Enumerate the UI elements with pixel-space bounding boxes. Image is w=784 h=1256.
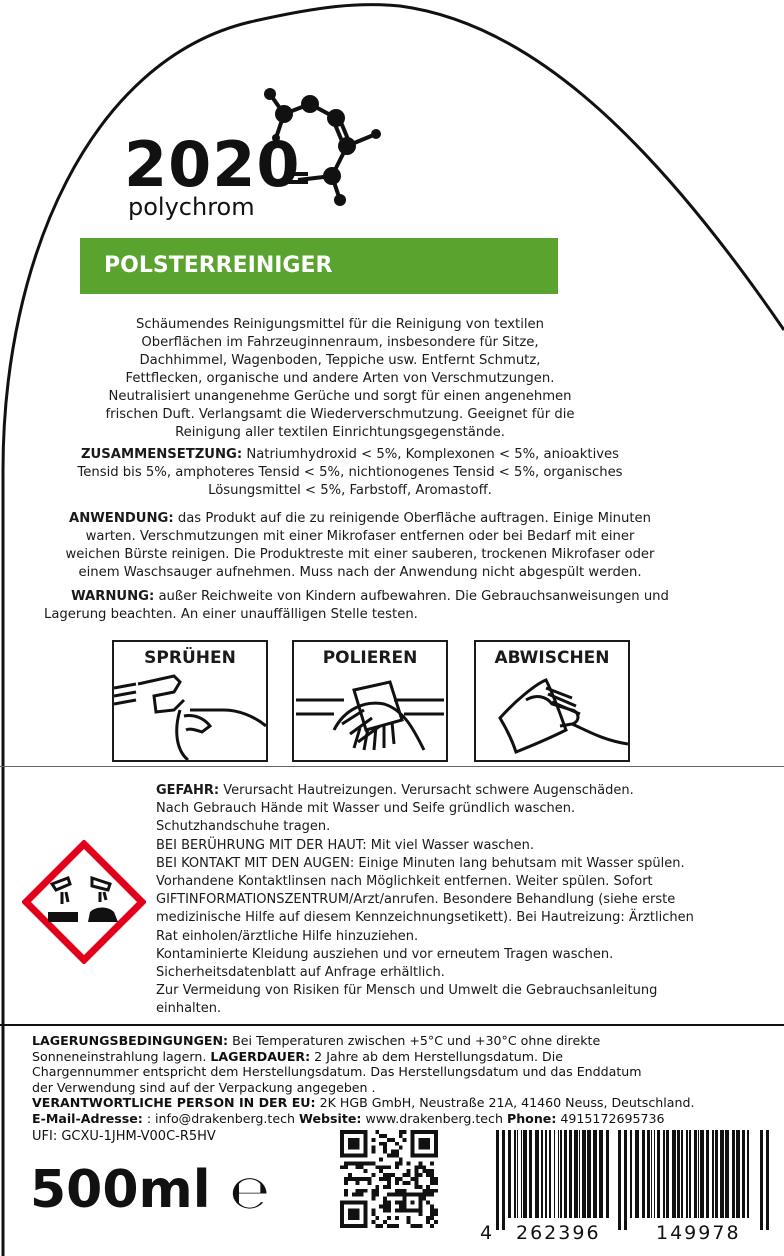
- product-name: POLSTERREINIGER: [104, 253, 333, 278]
- qr-code-icon: [340, 1130, 438, 1228]
- hazard-line: BEI BERÜHRUNG MIT DER HAUT: Mit viel Was…: [156, 837, 534, 853]
- hazard-text: Verursacht Hautreizungen. Verursacht sch…: [219, 783, 634, 798]
- cloth-hand-icon: [498, 678, 628, 754]
- step-spray: SPRÜHEN: [112, 640, 268, 762]
- warning-text: Lagerung beachten. An einer unauffällige…: [44, 607, 418, 622]
- hazard-line: BEI KONTAKT MIT DEN AUGEN: Einige Minute…: [156, 855, 685, 871]
- step-label: POLIEREN: [322, 648, 418, 668]
- barcode-digits-right: 149978: [654, 1222, 743, 1244]
- composition-text: Natriumhydroxid < 5%, Komplexonen < 5%, …: [242, 447, 620, 462]
- description-line: Schäumendes Reinigungsmittel für die Rei…: [135, 317, 545, 332]
- volume: 500ml: [30, 1160, 211, 1220]
- phone-label: Phone:: [506, 1110, 557, 1126]
- molecule-icon: [264, 88, 381, 206]
- product-name-banner: [80, 238, 558, 294]
- description-line: Oberflächen im Fahrzeuginnenraum, insbes…: [141, 335, 539, 350]
- responsible-text: 2K HGB GmbH, Neustraße 21A, 41460 Neuss,…: [315, 1095, 695, 1111]
- hazard-line: Vorhandene Kontaktlinsen nach Möglichkei…: [156, 874, 653, 890]
- storage-section: LAGERUNGSBEDINGUNGEN: Bei Temperaturen z…: [32, 1033, 772, 1127]
- usage-text: weichen Bürste reinigen. Die Produktrest…: [65, 547, 655, 562]
- hazard-line: GIFTINFORMATIONSZENTRUM/Arzt/anrufen. Be…: [156, 892, 676, 908]
- brand-logo-name: polychrom: [128, 193, 255, 221]
- description-line: frischen Duft. Verlangsamt die Wiederver…: [105, 407, 575, 422]
- shelf-life-label: LAGERDAUER:: [210, 1048, 311, 1064]
- hazard-section: GEFAHR: Verursacht Hautreizungen. Verurs…: [156, 782, 766, 1019]
- usage-section: ANWENDUNG: das Produkt auf die zu reinig…: [30, 510, 690, 582]
- usage-text: warten. Verschmutzungen mit einer Mikrof…: [85, 529, 635, 544]
- hazard-line: Nach Gebrauch Hände mit Wasser und Seife…: [156, 801, 576, 817]
- section-divider: [0, 1024, 784, 1026]
- brand-logo-number: 2020: [124, 128, 301, 201]
- warning-section: WARNUNG: außer Reichweite von Kindern au…: [30, 588, 710, 624]
- description-line: Reinigung aller textilen Einrichtungsgeg…: [175, 425, 505, 440]
- storage-text: Sonneneinstrahlung lagern.: [32, 1048, 211, 1064]
- composition-text: Lösungsmittel < 5%, Farbstoff, Aromastof…: [208, 483, 492, 498]
- hazard-line: Rat einholen/ärztliche Hilfe hinzuziehen…: [156, 928, 419, 944]
- step-wipe: ABWISCHEN: [474, 640, 630, 762]
- storage-text: Chargennummer entspricht dem Herstellung…: [32, 1064, 642, 1080]
- email-label: E-Mail-Adresse:: [32, 1110, 143, 1126]
- barcode-digit-prefix: 4: [478, 1222, 495, 1244]
- barcode-icon: [496, 1130, 769, 1230]
- hazard-line: Kontaminierte Kleidung ausziehen und vor…: [156, 946, 614, 962]
- ghs-corrosion-icon: [22, 840, 146, 964]
- spray-bottle-icon: [114, 674, 266, 760]
- storage-text: der Verwendung sind auf der Verpackung a…: [32, 1079, 376, 1095]
- product-description: Schäumendes Reinigungsmittel für die Rei…: [60, 316, 620, 442]
- usage-text: einem Waschsauger aufnehmen. Muss nach d…: [78, 565, 642, 580]
- description-line: Fettflecken, organische und andere Arten…: [125, 371, 555, 386]
- shelf-life-text: 2 Jahre ab dem Herstellungsdatum. Die: [310, 1048, 563, 1064]
- usage-text: das Produkt auf die zu reinigende Oberfl…: [173, 511, 651, 526]
- description-line: Dachhimmel, Wagenboden, Teppiche usw. En…: [139, 353, 541, 368]
- ufi-code: UFI: GCXU-1JHM-V00C-R5HV: [32, 1129, 216, 1144]
- phone-value: 4915172695736: [556, 1110, 665, 1126]
- composition-label: ZUSAMMENSETZUNG:: [80, 447, 243, 462]
- email-value: : info@drakenberg.tech: [142, 1110, 300, 1126]
- hazard-line: Schutzhandschuhe tragen.: [156, 819, 331, 835]
- section-divider: [0, 766, 784, 767]
- hazard-line: medizinische Hilfe auf diesem Kennzeichn…: [156, 910, 694, 926]
- storage-text: Bei Temperaturen zwischen +5°C und +30°C…: [228, 1033, 601, 1048]
- responsible-label: VERANTWORTLICHE PERSON IN DER EU:: [32, 1095, 316, 1111]
- website-value: www.drakenberg.tech: [361, 1110, 507, 1126]
- hazard-line: einhalten.: [156, 1001, 222, 1017]
- website-label: Website:: [299, 1110, 362, 1126]
- step-label: SPRÜHEN: [144, 648, 236, 668]
- barcode-digits-left: 262396: [514, 1222, 603, 1244]
- step-label: ABWISCHEN: [494, 648, 610, 668]
- description-line: Neutralisiert unangenehme Gerüche und so…: [108, 389, 572, 404]
- hazard-line: Sicherheitsdatenblatt auf Anfrage erhält…: [156, 965, 445, 981]
- warning-label: WARNUNG:: [71, 589, 155, 604]
- composition-text: Tensid bis 5%, amphoteres Tensid < 5%, n…: [77, 465, 623, 480]
- estimated-sign: ℮: [230, 1165, 270, 1219]
- usage-label: ANWENDUNG:: [69, 511, 174, 526]
- storage-label: LAGERUNGSBEDINGUNGEN:: [32, 1033, 229, 1048]
- composition-section: ZUSAMMENSETZUNG: Natriumhydroxid < 5%, K…: [40, 446, 660, 500]
- step-polish: POLIEREN: [292, 640, 448, 762]
- warning-text: außer Reichweite von Kindern aufbewahren…: [154, 589, 669, 604]
- hazard-label: GEFAHR:: [156, 783, 220, 798]
- hazard-line: Zur Vermeidung von Risiken für Mensch un…: [156, 983, 658, 999]
- brush-hand-icon: [296, 680, 444, 751]
